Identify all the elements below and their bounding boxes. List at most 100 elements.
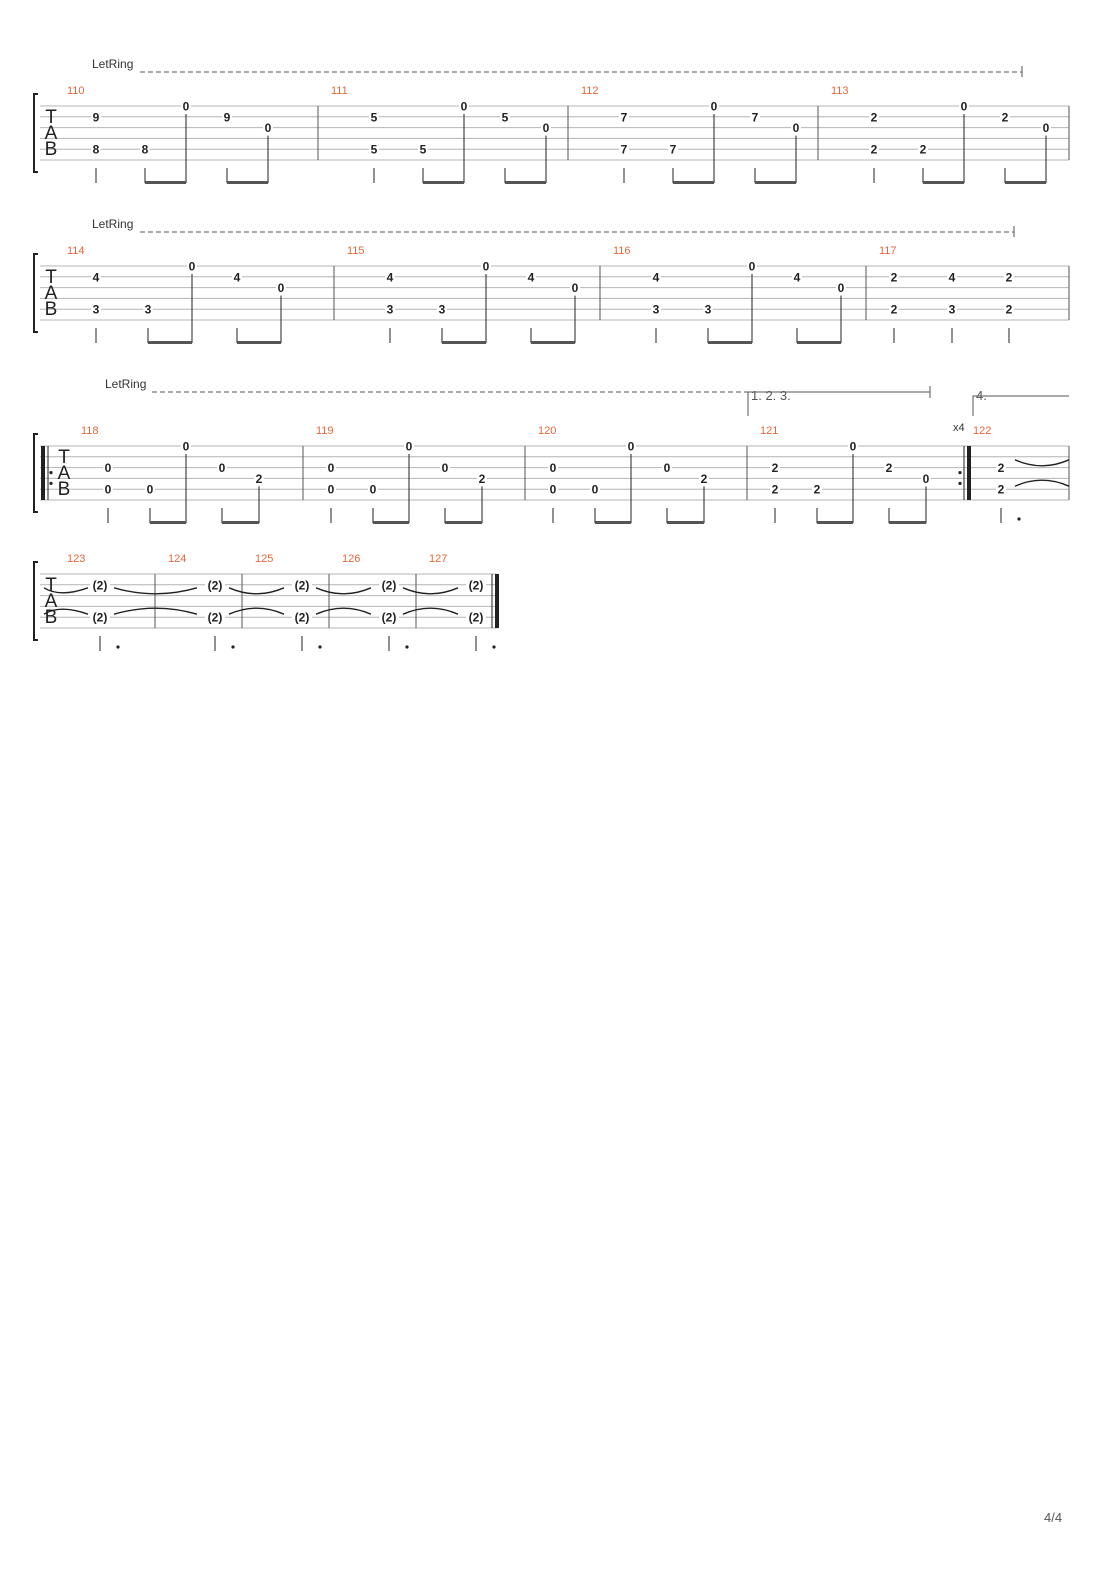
fret-mask bbox=[145, 482, 155, 497]
let-ring-label: LetRing bbox=[92, 57, 133, 71]
let-ring-label: LetRing bbox=[105, 377, 146, 391]
fret-mask bbox=[91, 109, 101, 124]
beam bbox=[150, 521, 186, 524]
fret-mask bbox=[836, 280, 846, 295]
fret-number: 2 bbox=[256, 472, 263, 486]
beam bbox=[445, 521, 482, 524]
tab-clef-letter: T bbox=[45, 267, 57, 288]
measure: 123(2)(2) bbox=[43, 553, 198, 651]
fret-mask bbox=[292, 610, 312, 625]
fret-number: 0 bbox=[838, 281, 845, 295]
fret-number: 0 bbox=[105, 483, 112, 497]
fret-number: 0 bbox=[749, 260, 756, 274]
fret-mask bbox=[90, 610, 110, 625]
fret-mask bbox=[404, 439, 414, 453]
fret-mask bbox=[369, 109, 379, 124]
fret-mask bbox=[181, 99, 191, 113]
fret-mask bbox=[548, 482, 558, 497]
measure-number: 122 bbox=[973, 425, 991, 437]
fret-mask bbox=[570, 280, 580, 295]
repeat-dot bbox=[49, 481, 53, 485]
fret-number: 2 bbox=[886, 461, 893, 475]
fret-mask bbox=[884, 460, 894, 475]
fret-number: 0 bbox=[592, 483, 599, 497]
fret-number: 0 bbox=[550, 483, 557, 497]
fret-number: 0 bbox=[370, 483, 377, 497]
duration-dot bbox=[116, 645, 120, 649]
fret-number: 4 bbox=[528, 270, 535, 284]
measure-number: 119 bbox=[316, 425, 334, 437]
fret-mask bbox=[205, 610, 225, 625]
fret-number: 7 bbox=[752, 110, 759, 124]
tie-arc bbox=[402, 587, 459, 595]
fret-mask bbox=[379, 610, 399, 625]
volta-bracket-first bbox=[747, 391, 930, 416]
tab-clef-letter: B bbox=[58, 479, 71, 500]
fret-mask bbox=[626, 439, 636, 453]
fret-number: 0 bbox=[219, 461, 226, 475]
fret-mask bbox=[90, 577, 110, 592]
tie-arc bbox=[1014, 459, 1070, 467]
tie-arc bbox=[228, 607, 285, 615]
system-bracket bbox=[33, 93, 38, 173]
fret-number: 5 bbox=[371, 110, 378, 124]
measure-number: 123 bbox=[67, 553, 85, 565]
fret-number: (2) bbox=[382, 578, 397, 592]
tab-clef-letter: B bbox=[45, 299, 58, 320]
volta-second-label: 4. bbox=[976, 388, 987, 403]
tie-arc bbox=[315, 607, 372, 615]
fret-number: (2) bbox=[208, 578, 223, 592]
fret-number: 0 bbox=[461, 100, 468, 114]
duration-dot bbox=[231, 645, 235, 649]
fret-mask bbox=[369, 142, 379, 157]
fret-number: (2) bbox=[93, 611, 108, 625]
fret-mask bbox=[254, 471, 264, 486]
fret-number: 2 bbox=[772, 483, 779, 497]
measure-number: 110 bbox=[67, 85, 85, 97]
tie-arc bbox=[1014, 479, 1070, 487]
repeat-dot bbox=[958, 481, 962, 485]
fret-number: 5 bbox=[371, 143, 378, 157]
fret-mask bbox=[1004, 302, 1014, 317]
fret-mask bbox=[812, 482, 822, 497]
fret-number: 3 bbox=[705, 303, 712, 317]
tab-clef-letter: A bbox=[45, 283, 58, 304]
tab-clef-letter: T bbox=[58, 447, 70, 468]
tab-system: TAB123(2)(2)124(2)(2)125(2)(2)126(2)(2)1… bbox=[33, 553, 499, 651]
fret-number: (2) bbox=[469, 578, 484, 592]
fret-number: 4 bbox=[794, 270, 801, 284]
fret-number: 0 bbox=[483, 260, 490, 274]
fret-mask bbox=[619, 109, 629, 124]
fret-number: 0 bbox=[406, 440, 413, 454]
repeat-start-thick-bar bbox=[41, 446, 45, 500]
fret-mask bbox=[368, 482, 378, 497]
fret-mask bbox=[466, 610, 486, 625]
measure-number: 117 bbox=[879, 245, 897, 257]
beam bbox=[222, 521, 259, 524]
fret-number: 0 bbox=[183, 100, 190, 114]
duration-dot bbox=[492, 645, 496, 649]
beam bbox=[755, 181, 796, 184]
fret-mask bbox=[1004, 269, 1014, 284]
fret-mask bbox=[651, 269, 661, 284]
tie-arc bbox=[315, 587, 372, 595]
fret-mask bbox=[996, 460, 1006, 475]
fret-number: 3 bbox=[93, 303, 100, 317]
fret-number: 0 bbox=[711, 100, 718, 114]
system-bracket bbox=[33, 253, 38, 333]
beam bbox=[145, 181, 186, 184]
fret-mask bbox=[651, 302, 661, 317]
beam bbox=[373, 521, 409, 524]
fret-number: 0 bbox=[543, 121, 550, 135]
fret-number: 4 bbox=[387, 270, 394, 284]
measure-number: 116 bbox=[613, 245, 631, 257]
repeat-count: x4 bbox=[953, 422, 965, 434]
measure: 126(2)(2) bbox=[342, 553, 459, 651]
fret-mask bbox=[1041, 120, 1051, 135]
fret-mask bbox=[222, 109, 232, 124]
volta-bracket-second bbox=[972, 395, 1069, 416]
